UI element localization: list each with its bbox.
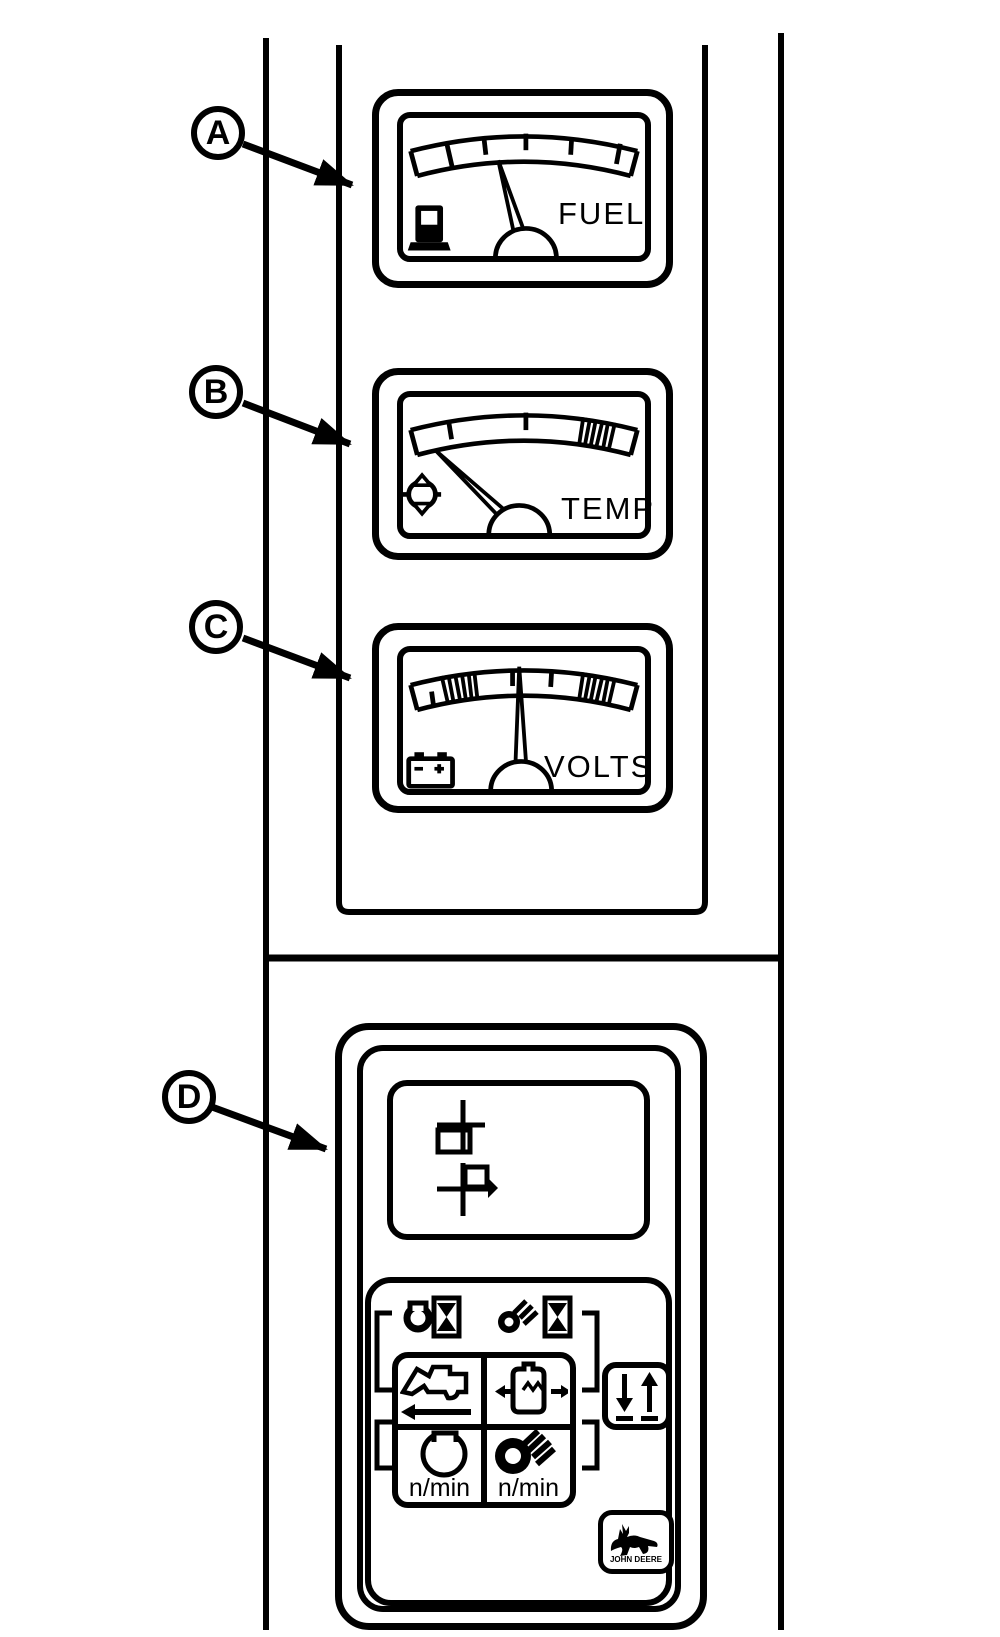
grid-divider-horizontal [398, 1424, 570, 1430]
temp-gauge-label: TEMP [561, 491, 656, 526]
callout-d: D [162, 1070, 216, 1124]
callout-arrow-d [210, 1103, 328, 1153]
combine-icon [400, 1364, 471, 1420]
callout-a: A [191, 106, 245, 160]
raise-lower-button [602, 1362, 672, 1430]
fuel-gauge-dial [407, 133, 640, 256]
temp-needle-pivot [486, 503, 552, 533]
callout-b-letter: B [203, 372, 229, 411]
callout-arrow-c [241, 634, 352, 682]
monitor-keypad: n/min n/min [365, 1277, 674, 1606]
volts-gauge-label: VOLTS [544, 749, 654, 784]
callout-b: B [189, 365, 243, 419]
area-counter-icon [435, 1100, 485, 1155]
left-bracket [374, 1310, 392, 1471]
fuel-gauge-label: FUEL [558, 196, 646, 231]
performance-monitor-bezel: n/min n/min [357, 1045, 681, 1612]
distance-counter-icon [437, 1163, 498, 1216]
monitor-display [387, 1080, 650, 1240]
mode-selector-grid: n/min n/min [392, 1352, 576, 1508]
volts-gauge-dial [406, 666, 640, 789]
coolant-temperature-icon [403, 472, 442, 517]
gauge-cluster-outline [336, 45, 708, 915]
john-deere-logo: JOHN DEERE [598, 1510, 674, 1574]
callout-arrow-b [241, 399, 352, 448]
callout-d-letter: D [176, 1077, 202, 1116]
volts-needle-pivot [488, 759, 554, 789]
volts-gauge: VOLTS [372, 623, 673, 813]
pto-rpm-icon [495, 1428, 556, 1474]
fuel-needle-pivot [493, 226, 559, 256]
temp-gauge-face: TEMP [397, 391, 653, 539]
engine-hours-icon [403, 1295, 462, 1339]
callout-a-letter: A [205, 113, 231, 152]
callout-c-letter: C [203, 607, 229, 646]
callout-c: C [189, 600, 243, 654]
fuel-gauge-face: FUEL [397, 112, 651, 262]
deer-icon [610, 1524, 658, 1556]
battery-icon [406, 752, 455, 789]
volts-low-zone [439, 671, 480, 705]
engine-rpm-icon [420, 1430, 468, 1478]
john-deere-logo-text: JOHN DEERE [609, 1555, 662, 1564]
pto-hours-icon [498, 1295, 573, 1339]
performance-monitor: n/min n/min [335, 1023, 707, 1630]
fuel-gauge: FUEL [372, 89, 673, 288]
fuel-pump-icon [407, 205, 451, 251]
temp-gauge: TEMP [372, 368, 673, 560]
pto-rpm-unit-label: n/min [497, 1474, 560, 1502]
engine-rpm-unit-label: n/min [408, 1474, 471, 1502]
temp-hot-zone [577, 416, 617, 452]
temp-gauge-dial [403, 412, 640, 533]
callout-arrow-a [241, 140, 354, 189]
volts-gauge-face: VOLTS [397, 646, 651, 795]
keypad-legend [374, 1295, 600, 1471]
grid-divider-vertical [481, 1358, 487, 1502]
monitor-display-icons [435, 1100, 498, 1216]
coolant-level-icon [495, 1361, 568, 1415]
volts-high-zone [577, 671, 617, 707]
raise-lower-arrows-icon [616, 1372, 658, 1421]
right-bracket [582, 1310, 600, 1471]
